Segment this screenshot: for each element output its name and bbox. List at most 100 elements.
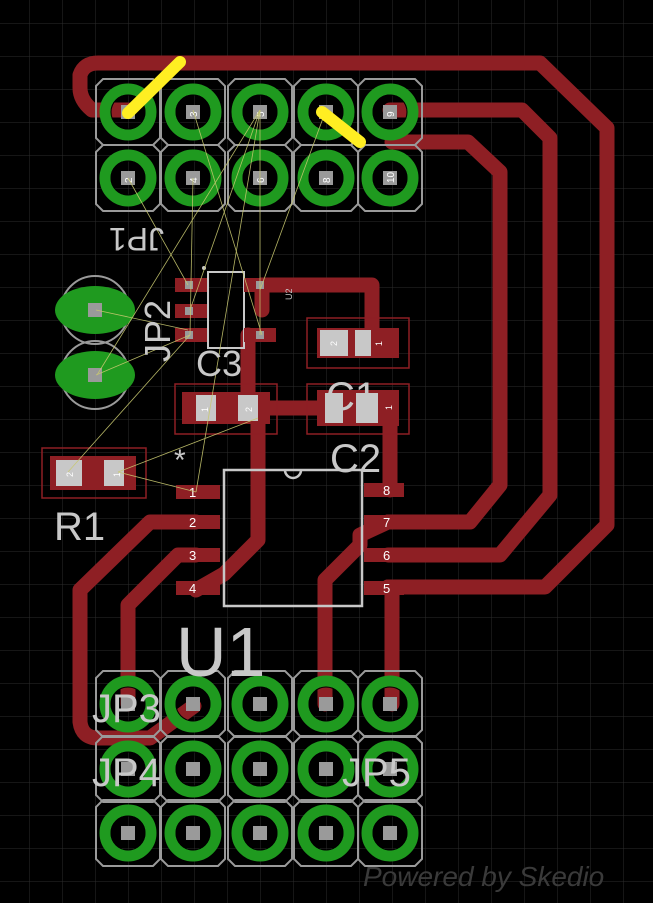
u2-label: U2 bbox=[284, 288, 294, 300]
u1-pin-number: 5 bbox=[383, 581, 390, 596]
bottom-pin-r3-c1-ring-edge bbox=[110, 815, 146, 851]
u1-pin-6[interactable] bbox=[364, 548, 404, 562]
jp1-pin-3-ring[interactable] bbox=[164, 83, 222, 141]
bottom-pin-r3-c4-drill bbox=[319, 826, 333, 840]
jp1-pin-10-silk bbox=[357, 144, 423, 212]
jp1-pin-4-ring[interactable] bbox=[164, 149, 222, 207]
bottom-pin-r1-c3-ring[interactable] bbox=[231, 675, 289, 733]
jp1-pin-7-ring[interactable] bbox=[297, 83, 355, 141]
jumper-2[interactable] bbox=[316, 106, 366, 148]
jp4-label: JP4 bbox=[92, 751, 161, 795]
c1-pad-1[interactable] bbox=[355, 330, 371, 356]
bottom-pin-r2-c5-ring-edge bbox=[372, 751, 408, 787]
jp1-pin-10-ring[interactable] bbox=[361, 149, 419, 207]
silk-labels: JP1 JP2 C3 C1 C2 R1 * U1 JP3 JP4 JP5 Pow… bbox=[54, 221, 604, 892]
bottom-pin-r3-c5-ring[interactable] bbox=[361, 804, 419, 862]
bottom-pin-r2-c3-drill bbox=[253, 762, 267, 776]
c3-pad-2[interactable] bbox=[238, 395, 258, 421]
u2-drill-1 bbox=[185, 281, 193, 289]
jp1-pin-2-ring[interactable] bbox=[99, 149, 157, 207]
jp1-label: JP1 bbox=[109, 221, 164, 257]
bottom-pin-r1-c4-ring[interactable] bbox=[297, 675, 355, 733]
u1-pin-5[interactable] bbox=[364, 581, 404, 595]
bottom-pin-r1-c4-ring-edge bbox=[308, 686, 344, 722]
c1-silk bbox=[306, 317, 410, 369]
bottom-pin-r1-c3-drill bbox=[253, 697, 267, 711]
trace-u2-to-c1[interactable] bbox=[254, 277, 380, 350]
trace-jp9-to-u6[interactable] bbox=[380, 102, 558, 563]
ratsnest bbox=[67, 109, 327, 493]
r1-pad-1[interactable] bbox=[104, 460, 124, 486]
u1-pin-7[interactable] bbox=[364, 515, 404, 529]
trace-u1pin2-to-jp3[interactable] bbox=[72, 514, 204, 746]
bottom-pin-r3-c3-ring-edge bbox=[242, 815, 278, 851]
bottom-pin-r1-c2-ring[interactable] bbox=[164, 675, 222, 733]
bottom-pin-r2-c3-ring-edge bbox=[242, 751, 278, 787]
r1-pad-2[interactable] bbox=[56, 460, 82, 486]
bottom-pin-r3-c3-ring[interactable] bbox=[231, 804, 289, 862]
bottom-pin-r2-c2-drill bbox=[186, 762, 200, 776]
u1-pin-1[interactable] bbox=[176, 485, 220, 499]
bottom-pin-r2-c5-silk bbox=[357, 735, 423, 803]
u1-pin-number: 4 bbox=[189, 581, 196, 596]
jp1-pin-4-silk bbox=[160, 144, 226, 212]
c2-pad-a[interactable] bbox=[325, 393, 343, 423]
u1-outline bbox=[222, 468, 364, 608]
bottom-pin-r2-c4-silk bbox=[293, 735, 359, 803]
bottom-pin-r2-c1-ring-edge bbox=[110, 751, 146, 787]
jp1-pin-6-silk bbox=[227, 144, 293, 212]
c1-pad-2-number: 2 bbox=[329, 341, 339, 346]
u1-pin-number: 1 bbox=[189, 485, 196, 500]
r1-silk bbox=[41, 447, 147, 499]
jp1-pin-9-ring[interactable] bbox=[361, 83, 419, 141]
u1-pin-8[interactable] bbox=[364, 483, 404, 497]
trace-u1pin6-to-jp[interactable] bbox=[317, 514, 396, 712]
u1-pin-2[interactable] bbox=[176, 515, 220, 529]
bottom-pin-r2-c2-silk bbox=[160, 735, 226, 803]
bottom-pin-r2-c5-ring[interactable] bbox=[361, 740, 419, 798]
bottom-pin-r2-c1-silk bbox=[95, 735, 161, 803]
bottom-pin-r3-c1-ring[interactable] bbox=[99, 804, 157, 862]
bottom-pin-r3-c2-ring[interactable] bbox=[164, 804, 222, 862]
bottom-pin-r2-c2-ring[interactable] bbox=[164, 740, 222, 798]
trace-top-loop[interactable] bbox=[72, 55, 615, 595]
bottom-pin-r1-c1-drill bbox=[121, 697, 135, 711]
c2-pad-b[interactable] bbox=[356, 393, 378, 423]
c3-silk bbox=[174, 383, 278, 435]
bottom-pin-r3-c1-silk bbox=[95, 799, 161, 867]
bottom-pin-r1-c5-ring[interactable] bbox=[361, 675, 419, 733]
bottom-pin-r2-c3-ring[interactable] bbox=[231, 740, 289, 798]
bottom-pin-r3-c4-ring[interactable] bbox=[297, 804, 355, 862]
bottom-pin-r3-c5-drill bbox=[383, 826, 397, 840]
bottom-pin-r2-c4-ring[interactable] bbox=[297, 740, 355, 798]
u1-pin-3[interactable] bbox=[176, 548, 220, 562]
jp1-pin-8-ring[interactable] bbox=[297, 149, 355, 207]
u1-pin-number: 8 bbox=[383, 483, 390, 498]
u1-pin1-marker: * bbox=[174, 444, 186, 477]
c2-pad-b-number: 1 bbox=[384, 405, 394, 410]
jumpers bbox=[122, 56, 366, 148]
jp1-pin-8-silk bbox=[293, 144, 359, 212]
jumper-1[interactable] bbox=[122, 56, 186, 119]
bottom-pin-r2-c5-drill bbox=[383, 762, 397, 776]
bottom-header bbox=[95, 670, 423, 867]
bottom-pin-r1-c1-ring[interactable] bbox=[99, 675, 157, 733]
jp1-pin-number: 5 bbox=[256, 111, 267, 117]
trace-jp10-to-u7[interactable] bbox=[380, 134, 508, 530]
bottom-pin-r1-c1-ring-edge bbox=[110, 686, 146, 722]
bottom-pin-r2-c1-ring[interactable] bbox=[99, 740, 157, 798]
c1-pad-2[interactable] bbox=[320, 330, 348, 356]
jp1-pin-8-ring-edge bbox=[308, 160, 344, 196]
jp1-pin-10-ring-edge bbox=[372, 160, 408, 196]
bottom-pin-r3-c4-ring-edge bbox=[308, 815, 344, 851]
bottom-pin-r1-c5-drill bbox=[383, 697, 397, 711]
bottom-pin-r2-c4-ring-edge bbox=[308, 751, 344, 787]
bottom-pin-r2-c2-ring-edge bbox=[175, 751, 211, 787]
jp2-label: JP2 bbox=[137, 300, 178, 362]
u1-pin-4[interactable] bbox=[176, 581, 220, 595]
jp1-pin-1-ring[interactable] bbox=[99, 83, 157, 141]
u1-label: U1 bbox=[176, 613, 265, 691]
jp3-label: JP3 bbox=[92, 687, 161, 731]
jp1-pin-1-ring-edge bbox=[110, 94, 146, 130]
